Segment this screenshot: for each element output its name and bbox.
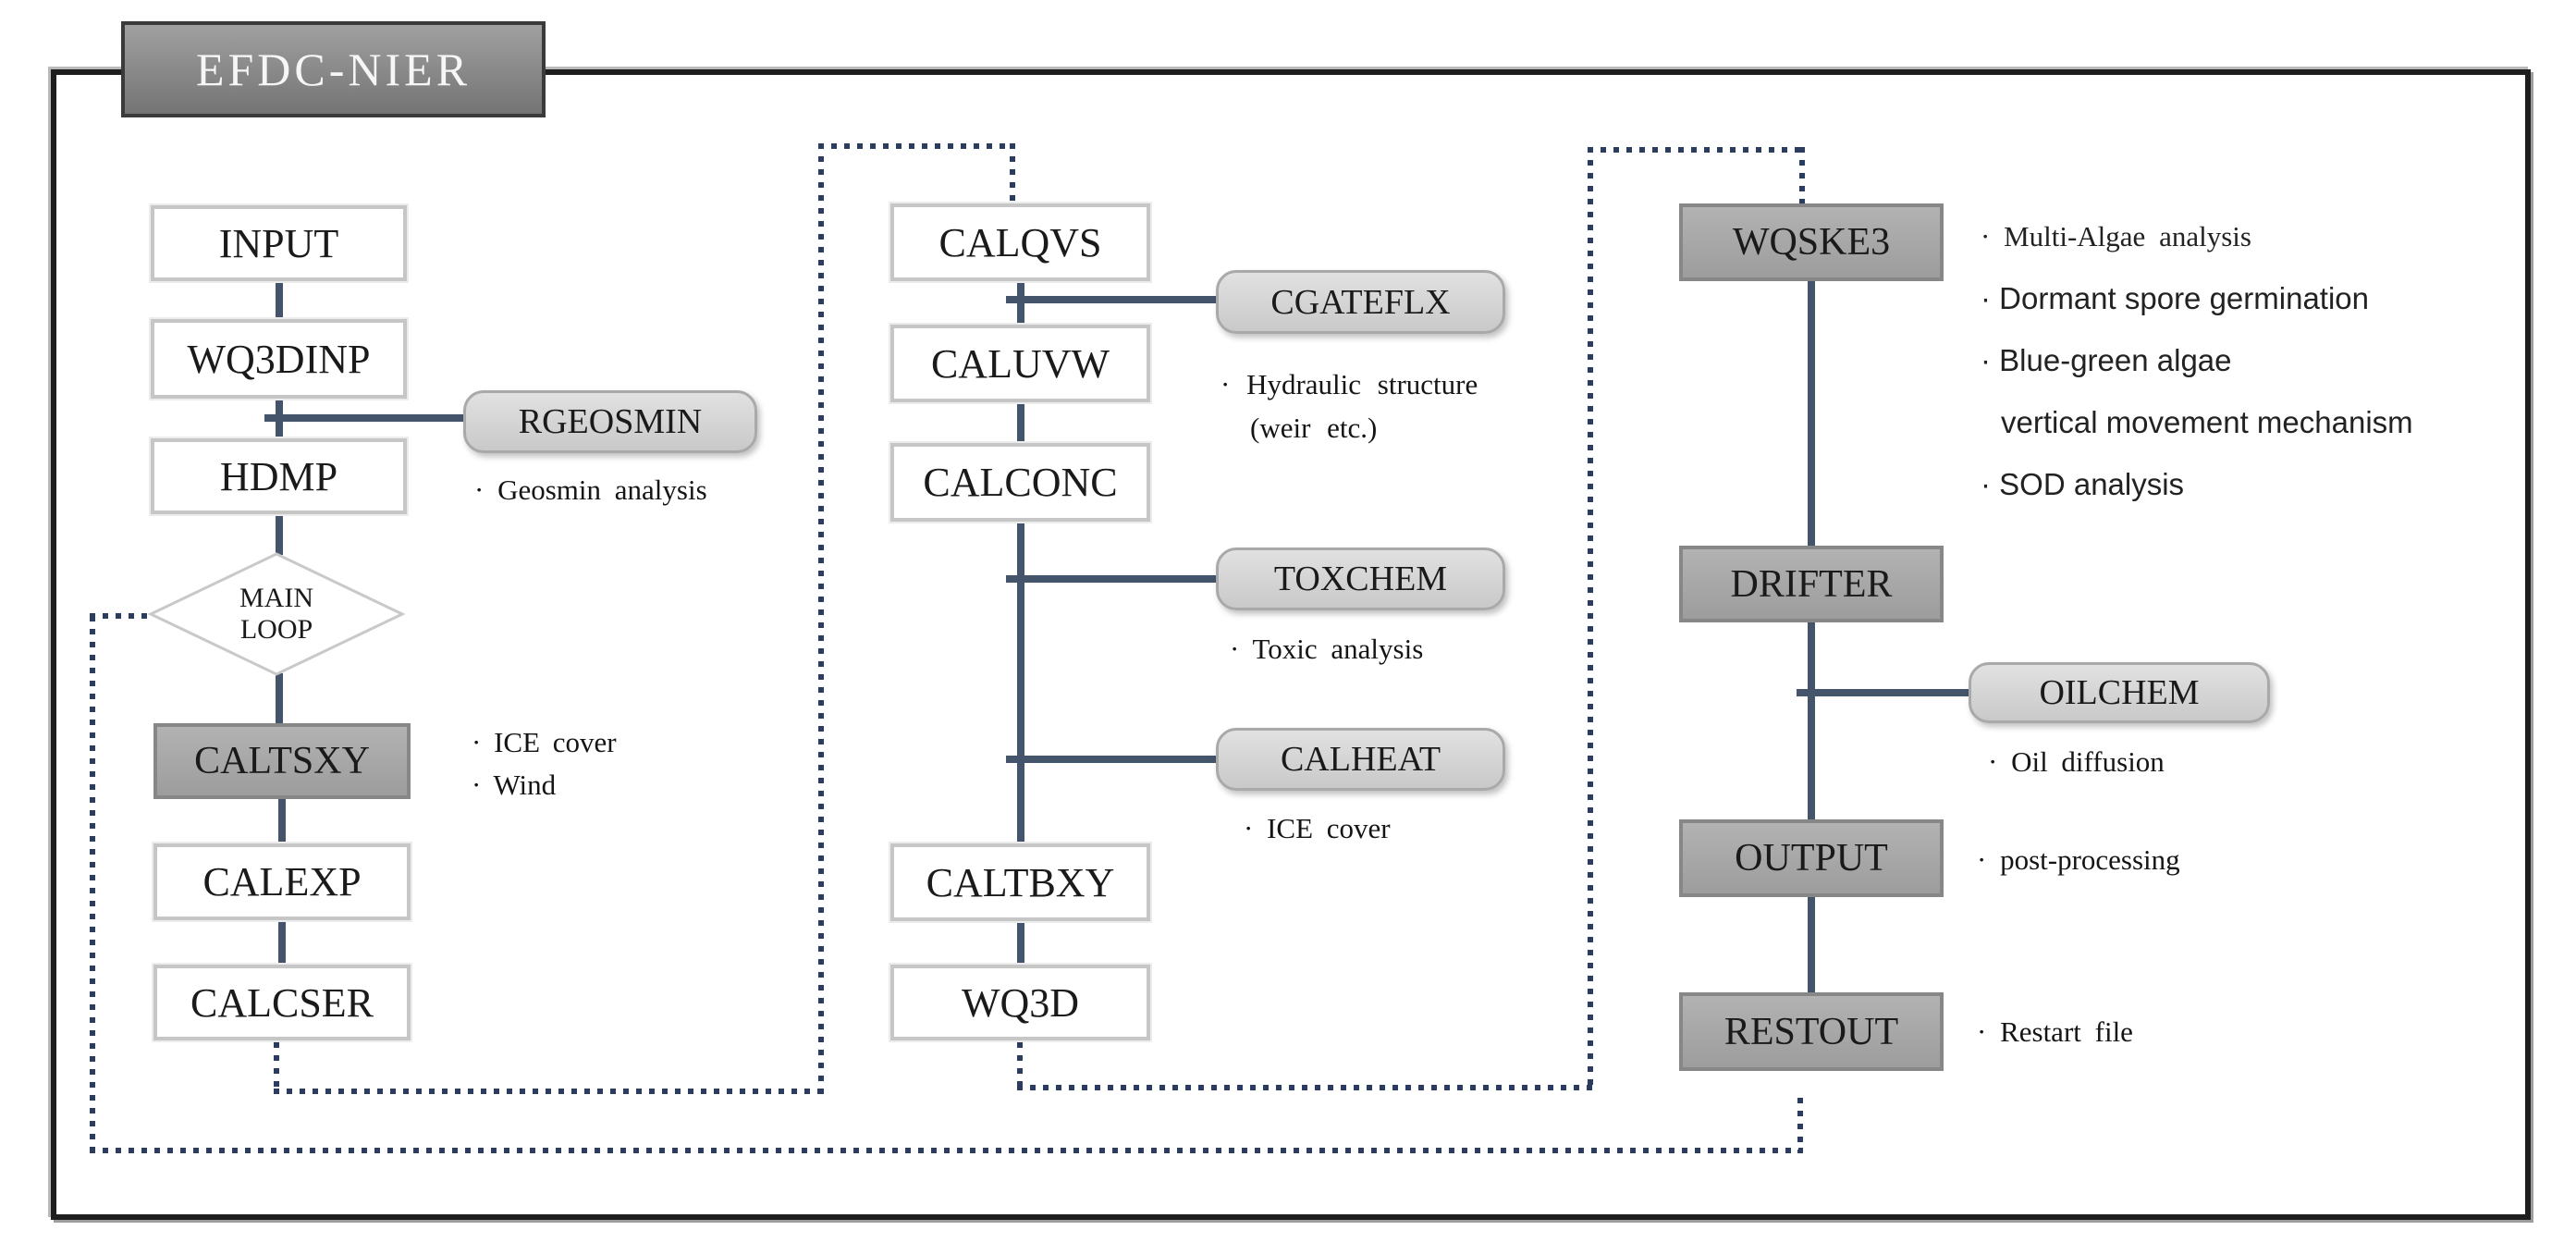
diagram-frame	[51, 69, 2531, 1220]
node-wq3d-label: WQ3D	[961, 979, 1080, 1026]
connector-branch-cgateflx	[1006, 296, 1219, 303]
note-output: · post-processing	[1977, 843, 2180, 876]
main-loop-label: MAIN LOOP	[148, 551, 405, 677]
note-wqske3-line1: · Multi-Algae analysis	[1981, 220, 2251, 252]
node-restout-label: RESTOUT	[1723, 1010, 1899, 1053]
loop-right-into-wqske3	[1799, 147, 1805, 203]
connector-branch-rgeosmin	[264, 414, 466, 422]
node-wq3dinp: WQ3DINP	[151, 319, 407, 399]
loop-mid-into-calqvs	[1010, 143, 1015, 203]
note-caltsxy-line2: · Wind	[472, 769, 557, 801]
note-wqske3-line4: vertical movement mechanism	[2001, 405, 2413, 439]
main-loop-diamond-shape	[147, 552, 406, 676]
note-wqske3-line5: · SOD analysis	[1981, 467, 2185, 501]
connector-branch-toxchem	[1006, 575, 1219, 583]
connector-caltbxy-wq3d	[1017, 919, 1024, 966]
connector-branch-calheat	[1006, 756, 1219, 763]
loop-return-into-mainloop	[90, 613, 154, 619]
node-calheat-label: CALHEAT	[1280, 740, 1441, 779]
note-cgateflx-line2: (weir etc.)	[1250, 412, 1378, 444]
loop-return-left-up	[90, 616, 95, 1153]
loop-mid-bottom	[274, 1089, 824, 1094]
note-restout: · Restart file	[1977, 1015, 2133, 1048]
node-calexp-label: CALEXP	[202, 859, 362, 904]
node-wqske3-label: WQSKE3	[1732, 221, 1891, 264]
node-wq3d: WQ3D	[890, 965, 1150, 1040]
node-calconc-label: CALCONC	[923, 460, 1118, 505]
node-caltsxy: CALTSXY	[153, 723, 411, 799]
note-wqske3-line3: · Blue-green algae	[1981, 343, 2232, 377]
note-oilchem: · Oil diffusion	[1988, 745, 2165, 778]
node-oilchem-label: OILCHEM	[2039, 673, 2200, 712]
note-wqske3-line2: · Dormant spore germination	[1981, 281, 2370, 315]
connector-branch-oilchem	[1797, 689, 1970, 696]
loop-mid-top	[818, 143, 1015, 149]
loop-right-bottom	[1017, 1085, 1593, 1090]
loop-mid-calcser-down	[274, 1042, 279, 1094]
node-wqske3: WQSKE3	[1679, 203, 1944, 281]
note-caltsxy-line1: · ICE cover	[472, 726, 617, 758]
connector-input-wq3dinp	[276, 279, 283, 321]
node-calexp: CALEXP	[153, 843, 411, 920]
node-output: OUTPUT	[1679, 819, 1944, 897]
main-loop-line2: LOOP	[239, 614, 313, 645]
diagram-title: EFDC-NIER	[195, 43, 472, 95]
note-cgateflx-line1: · Hydraulic structure	[1221, 368, 1478, 400]
node-caltsxy-label: CALTSXY	[194, 740, 370, 782]
node-rgeosmin: RGEOSMIN	[463, 390, 757, 453]
note-caltsxy: · ICE cover · Wind	[472, 721, 617, 806]
node-drifter: DRIFTER	[1679, 546, 1944, 622]
connector-drifter-output	[1808, 621, 1815, 821]
node-caluvw: CALUVW	[890, 325, 1150, 402]
note-calheat: · ICE cover	[1244, 812, 1391, 844]
note-toxchem: · Toxic analysis	[1230, 633, 1424, 665]
note-wqske3: · Multi-Algae analysis · Dormant spore g…	[1981, 205, 2413, 515]
connector-caltsxy-calexp	[278, 797, 286, 845]
node-calcser: CALCSER	[153, 965, 411, 1040]
node-hdmp-label: HDMP	[219, 453, 338, 499]
node-oilchem: OILCHEM	[1969, 662, 2270, 723]
node-input-label: INPUT	[218, 220, 339, 266]
node-calqvs-label: CALQVS	[938, 219, 1102, 265]
loop-right-up	[1588, 147, 1593, 1090]
main-loop-line1: MAIN	[239, 583, 313, 613]
node-rgeosmin-label: RGEOSMIN	[518, 402, 703, 441]
connector-output-restout	[1808, 895, 1815, 994]
loop-right-wq3d-down	[1017, 1042, 1023, 1090]
note-cgateflx: · Hydraulic structure (weir etc.)	[1221, 363, 1478, 449]
node-calqvs: CALQVS	[890, 203, 1150, 281]
connector-mainloop-caltsxy	[276, 673, 283, 725]
diagram-title-box: EFDC-NIER	[121, 21, 546, 117]
note-geosmin: · Geosmin analysis	[474, 474, 707, 506]
loop-return-restout-down	[1797, 1098, 1803, 1153]
node-cgateflx-label: CGATEFLX	[1270, 282, 1451, 322]
node-calcser-label: CALCSER	[190, 979, 374, 1026]
node-input: INPUT	[151, 205, 407, 281]
node-caluvw-label: CALUVW	[930, 340, 1110, 387]
loop-right-top	[1588, 147, 1805, 153]
node-caltbxy: CALTBXY	[890, 843, 1150, 921]
node-wq3dinp-label: WQ3DINP	[187, 336, 371, 382]
node-calconc: CALCONC	[890, 443, 1150, 522]
loop-return-bottom	[90, 1148, 1803, 1153]
node-main-loop: MAIN LOOP	[147, 551, 406, 677]
loop-mid-up	[818, 143, 824, 1094]
connector-calexp-calcser	[278, 918, 286, 966]
node-cgateflx: CGATEFLX	[1216, 270, 1505, 334]
connector-caluvw-calconc	[1017, 400, 1024, 445]
node-restout: RESTOUT	[1679, 992, 1944, 1071]
connector-hdmp-mainloop	[276, 512, 283, 555]
node-calheat: CALHEAT	[1216, 728, 1505, 791]
connector-wqske3-drifter	[1808, 279, 1815, 548]
node-hdmp: HDMP	[151, 438, 407, 514]
connector-calconc-caltbxy	[1017, 520, 1024, 845]
node-drifter-label: DRIFTER	[1730, 562, 1893, 606]
node-toxchem-label: TOXCHEM	[1273, 560, 1448, 598]
node-toxchem: TOXCHEM	[1216, 548, 1505, 610]
node-caltbxy-label: CALTBXY	[926, 859, 1115, 905]
node-output-label: OUTPUT	[1735, 837, 1888, 880]
